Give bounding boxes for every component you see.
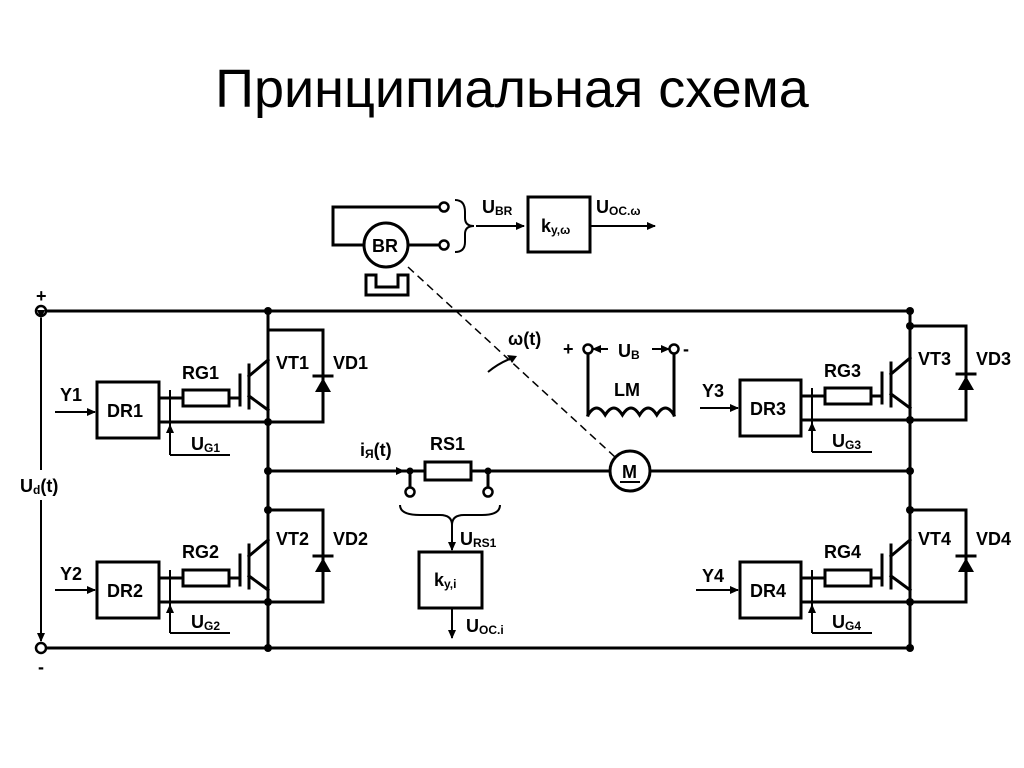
page-title: Принципиальная схема: [215, 59, 809, 119]
ug2-label: UG2: [191, 612, 220, 633]
rg2-label: RG2: [182, 542, 219, 562]
lm-plus-label: +: [563, 339, 574, 359]
ub-label: UB: [618, 341, 640, 362]
br-label: BR: [372, 236, 398, 256]
field-winding: + - UB LM: [563, 339, 689, 418]
minus-label: -: [38, 657, 44, 677]
ud-label: Ud(t): [20, 476, 58, 497]
dr1-block: [95, 380, 161, 440]
uoc-i-label: UOC.i: [466, 616, 504, 637]
vd1-label: VD1: [333, 353, 368, 373]
ky-i-block: [417, 550, 484, 610]
ky-i-label: ky,i: [434, 570, 456, 591]
dr1-label: DR1: [107, 401, 143, 421]
rs1-label: RS1: [430, 434, 465, 454]
dc-bus: [44, 307, 914, 652]
rs1-resistor: [423, 460, 473, 482]
rg1-label: RG1: [182, 363, 219, 383]
dr4-label: DR4: [750, 581, 786, 601]
omega-label: ω(t): [508, 329, 541, 349]
uoc-omega-label: UOC.ω: [596, 197, 640, 218]
vd2-label: VD2: [333, 529, 368, 549]
dr2-block: [95, 560, 161, 620]
ug3-label: UG3: [832, 431, 861, 452]
shaft-link: ω(t): [407, 266, 616, 458]
vt2-label: VT2: [276, 529, 309, 549]
ky-omega-label: ky,ω: [541, 216, 570, 237]
rg3-resistor: [823, 386, 873, 406]
current-sensor: iЯ(t) RS1 URS1 ky,i UOC.i: [360, 434, 504, 639]
ia-label: iЯ(t): [360, 440, 392, 461]
ug1-label: UG1: [191, 434, 220, 455]
rg1-resistor: [181, 388, 231, 408]
vt3-label: VT3: [918, 349, 951, 369]
lm-label: LM: [614, 380, 640, 400]
y4-label: Y4: [702, 566, 724, 586]
leg-vt3: Y3 DR3 RG3 VT3 VD3 UG3: [700, 322, 1011, 453]
supply-voltage: + - Ud(t): [20, 286, 58, 677]
y1-label: Y1: [60, 385, 82, 405]
ubr-label: UBR: [482, 197, 513, 218]
ug4-label: UG4: [832, 612, 861, 633]
dr3-block: [738, 378, 803, 438]
rg3-label: RG3: [824, 361, 861, 381]
vt1-label: VT1: [276, 353, 309, 373]
ky-omega-block: [526, 195, 592, 254]
leg-vt4: Y4 DR4 RG4 VT4 VD4 UG4: [696, 506, 1011, 634]
dr2-label: DR2: [107, 581, 143, 601]
rg2-resistor: [181, 568, 231, 588]
dr4-block: [738, 560, 803, 620]
vd3-label: VD3: [976, 349, 1011, 369]
vt4-label: VT4: [918, 529, 951, 549]
leg-vt2: Y2 DR2 RG2 VT2 VD2 UG2: [55, 506, 368, 634]
dr3-label: DR3: [750, 399, 786, 419]
y3-label: Y3: [702, 381, 724, 401]
vd4-label: VD4: [976, 529, 1011, 549]
plus-label: +: [36, 286, 47, 306]
rg4-label: RG4: [824, 542, 861, 562]
leg-vt1: Y1 DR1 RG1 VT1 VD1 UG1: [55, 328, 368, 456]
urs1-label: URS1: [460, 529, 497, 550]
motor-label: M: [622, 462, 637, 482]
lm-minus-label: -: [683, 339, 689, 359]
speed-sensor: BR UBR ky,ω UOC.ω: [331, 195, 656, 297]
y2-label: Y2: [60, 564, 82, 584]
motor: M: [608, 449, 652, 493]
rg4-resistor: [823, 568, 873, 588]
